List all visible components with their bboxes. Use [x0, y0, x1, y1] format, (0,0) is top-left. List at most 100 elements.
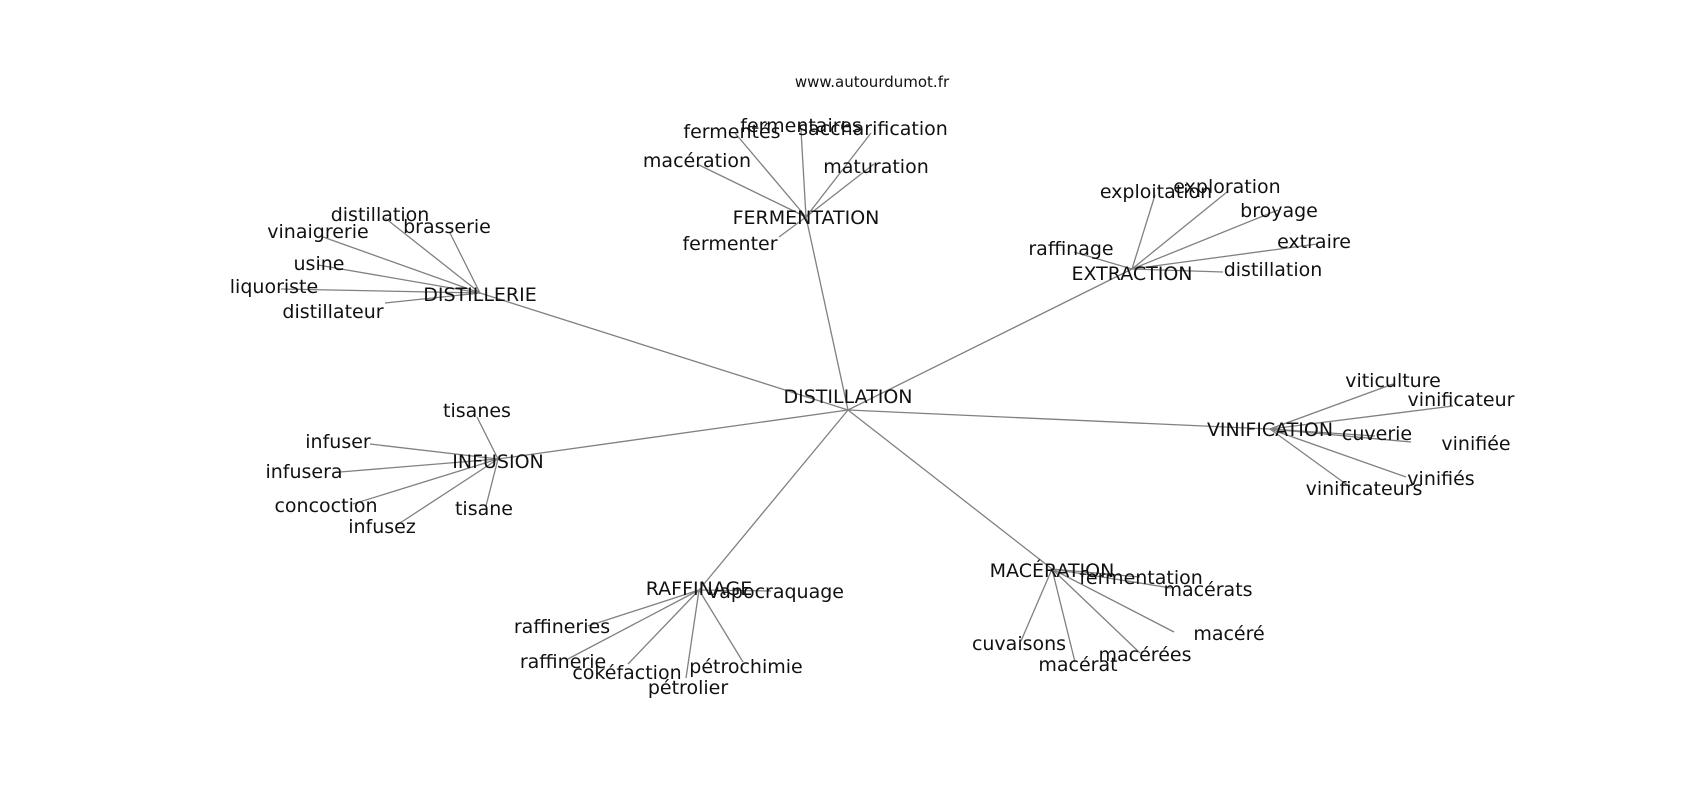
- edge-center-raffinage: [698, 409, 849, 591]
- edge-distillerie-leaf: [322, 236, 481, 294]
- edge-center-fermentation: [805, 216, 849, 411]
- edge-vinification-leaf: [1269, 383, 1394, 430]
- leaf-label: tisane: [455, 498, 513, 520]
- edge-vinification-leaf: [1269, 428, 1412, 443]
- leaf-label: macérats: [1163, 579, 1252, 601]
- edge-center-extraction: [847, 268, 1133, 411]
- leaf-label: viticulture: [1345, 370, 1441, 392]
- edge-fermentation-leaf: [805, 163, 875, 218]
- edge-center-maceration: [847, 409, 1053, 570]
- leaf-label: saccharification: [798, 118, 948, 140]
- hub-label-fermentation: FERMENTATION: [733, 207, 880, 229]
- edge-infusion-leaf: [396, 458, 499, 526]
- edge-maceration-leaf: [1051, 568, 1141, 578]
- leaf-label: infusera: [265, 461, 342, 483]
- edge-extraction-leaf: [1131, 209, 1279, 270]
- edge-extraction-leaf: [1131, 191, 1228, 270]
- edge-raffinage-leaf: [565, 589, 700, 661]
- edge-raffinage-leaf: [627, 589, 700, 665]
- leaf-label: macération: [643, 150, 751, 172]
- hub-label-infusion: INFUSION: [452, 451, 543, 473]
- hub-label-distillerie: DISTILLERIE: [423, 284, 537, 306]
- edge-distillerie-leaf: [384, 217, 481, 294]
- edge-fermentation-leaf: [734, 132, 807, 218]
- edge-maceration-leaf: [1020, 568, 1053, 642]
- leaf-label: fermentés: [683, 121, 780, 143]
- source-url: www.autourdumot.fr: [795, 73, 950, 91]
- leaf-label: fermentation: [1079, 567, 1203, 589]
- leaf-label: tisanes: [443, 400, 511, 422]
- edge-raffinage-leaf: [698, 589, 772, 592]
- edge-fermentation-leaf: [696, 163, 807, 218]
- edge-extraction-leaf: [1073, 251, 1133, 270]
- leaf-label: raffineries: [514, 616, 610, 638]
- leaf-label: exploration: [1173, 176, 1280, 198]
- leaf-label: infusez: [348, 516, 416, 538]
- leaf-label: broyage: [1240, 200, 1318, 222]
- edge-vinification-leaf: [1269, 428, 1407, 478]
- leaf-label: raffinage: [1028, 238, 1113, 260]
- edge-infusion-leaf: [485, 458, 499, 507]
- leaf-label: usine: [294, 253, 345, 275]
- leaf-label: cokéfaction: [572, 662, 681, 684]
- edge-raffinage-leaf: [587, 589, 700, 627]
- edge-distillerie-leaf: [280, 288, 481, 294]
- leaf-label: cuvaisons: [972, 633, 1066, 655]
- graph-edges: [280, 129, 1454, 679]
- edge-extraction-leaf: [1131, 268, 1224, 273]
- edge-distillerie-leaf: [384, 292, 481, 304]
- leaf-label: vinifiée: [1441, 433, 1510, 455]
- leaf-label: fermenter: [682, 233, 777, 255]
- leaf-label: brasserie: [403, 216, 491, 238]
- leaf-label: fermentaires: [740, 115, 861, 137]
- hub-label-maceration: MACÉRATION: [990, 559, 1115, 582]
- edge-fermentation-leaf: [778, 216, 807, 238]
- hub-label-extraction: EXTRACTION: [1071, 263, 1192, 285]
- edge-infusion-leaf: [352, 458, 499, 505]
- leaf-label: vinaigrerie: [267, 221, 368, 243]
- edge-maceration-leaf: [1051, 568, 1175, 633]
- edge-extraction-leaf: [1131, 243, 1318, 270]
- leaf-label: vinifiés: [1407, 468, 1474, 490]
- edge-maceration-leaf: [1051, 568, 1172, 589]
- edge-maceration-leaf: [1051, 568, 1141, 654]
- edge-maceration-leaf: [1051, 568, 1076, 663]
- hub-label-raffinage: RAFFINAGE: [646, 578, 753, 600]
- edge-raffinage-leaf: [685, 589, 700, 679]
- leaf-label: extraire: [1277, 231, 1351, 253]
- leaf-label: pétrochimie: [689, 656, 802, 678]
- leaf-label: liquoriste: [230, 276, 318, 298]
- leaf-label: maturation: [823, 156, 929, 178]
- leaf-label: vinificateurs: [1306, 478, 1423, 500]
- edge-raffinage-leaf: [698, 589, 744, 663]
- leaf-label: distillation: [331, 204, 430, 226]
- leaf-label: raffinerie: [520, 651, 606, 673]
- edge-center-distillerie: [479, 292, 849, 411]
- edge-infusion-leaf: [476, 416, 499, 460]
- leaf-label: pétrolier: [648, 677, 728, 699]
- leaf-label: exploitation: [1100, 181, 1212, 203]
- edge-center-infusion: [497, 409, 849, 460]
- leaf-label: distillation: [1224, 259, 1323, 281]
- edge-extraction-leaf: [1131, 194, 1156, 270]
- edge-vinification-leaf: [1269, 405, 1454, 430]
- leaf-label: macérées: [1099, 644, 1192, 666]
- leaf-label: vinificateur: [1408, 389, 1515, 411]
- leaf-label: vapocraquage: [708, 581, 844, 603]
- edge-distillerie-leaf: [449, 232, 481, 294]
- hub-label-vinification: VINIFICATION: [1207, 419, 1333, 441]
- leaf-label: macéré: [1193, 623, 1264, 645]
- leaf-label: distillateur: [282, 301, 383, 323]
- leaf-label: concoction: [274, 495, 377, 517]
- edge-fermentation-leaf: [805, 132, 872, 218]
- edge-fermentation-leaf: [800, 129, 807, 218]
- edge-vinification-leaf: [1269, 428, 1351, 488]
- edge-infusion-leaf: [339, 458, 499, 473]
- leaf-label: cuverie: [1342, 423, 1412, 445]
- edge-infusion-leaf: [369, 443, 499, 460]
- leaf-label: infuser: [305, 431, 371, 453]
- edge-distillerie-leaf: [317, 264, 481, 294]
- center-label: DISTILLATION: [783, 386, 912, 408]
